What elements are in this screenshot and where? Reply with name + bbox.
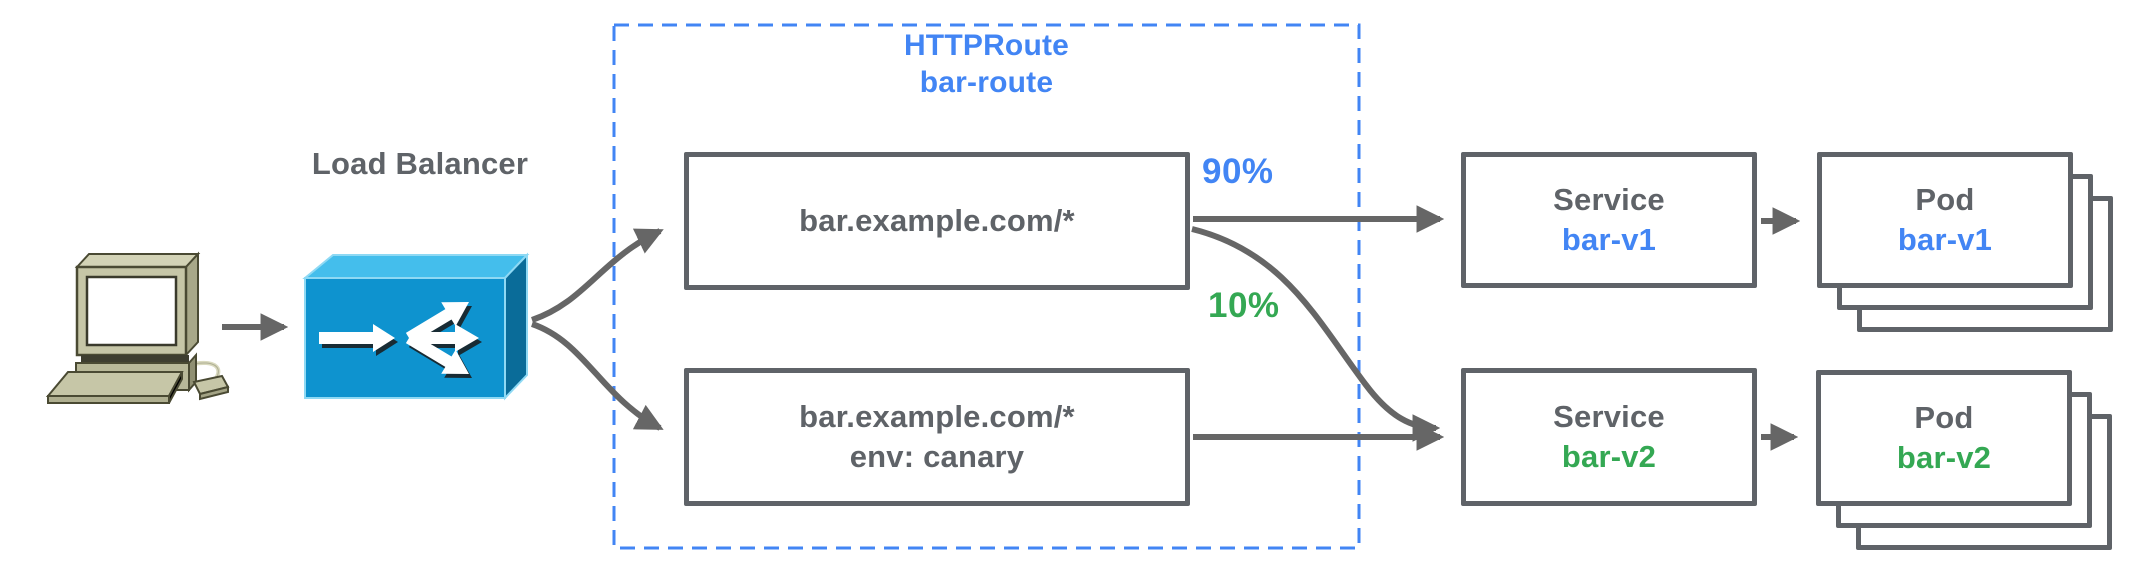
pod-bar-v2-box: Pod bar-v2 bbox=[1816, 370, 2072, 506]
service-name-label: bar-v1 bbox=[1561, 222, 1657, 257]
service-kind-label: Service bbox=[1553, 182, 1665, 217]
route-rule-host: bar.example.com/* bbox=[799, 203, 1075, 238]
service-kind-label: Service bbox=[1553, 399, 1665, 434]
arrow-lb-to-rule2 bbox=[531, 321, 664, 431]
arrow-rule1-to-service-v2 bbox=[1191, 226, 1441, 442]
pod-bar-v1-stack: Pod bar-v1 bbox=[1817, 152, 2117, 336]
route-rule-host: bar.example.com/* bbox=[799, 399, 1075, 434]
pod-bar-v2-stack: Pod bar-v2 bbox=[1816, 370, 2116, 554]
httproute-dashed-border bbox=[612, 23, 1361, 550]
service-name-label: bar-v2 bbox=[1561, 439, 1657, 474]
httproute-title: HTTPRoute bar-route bbox=[613, 27, 1360, 101]
httproute-name: bar-route bbox=[919, 66, 1054, 99]
load-balancer-label: Load Balancer bbox=[311, 146, 529, 181]
load-balancer-icon bbox=[302, 252, 530, 401]
desktop-computer-icon bbox=[45, 251, 230, 404]
pod-bar-v1-box: Pod bar-v1 bbox=[1817, 152, 2073, 288]
pod-name-label: bar-v2 bbox=[1896, 440, 1992, 475]
service-bar-v2-box: Service bar-v2 bbox=[1461, 368, 1757, 506]
arrow-lb-to-rule1 bbox=[531, 228, 664, 323]
weight-label-primary: 90% bbox=[1202, 152, 1274, 191]
httproute-kind: HTTPRoute bbox=[903, 29, 1070, 62]
pod-kind-label: Pod bbox=[1914, 400, 1974, 435]
pod-kind-label: Pod bbox=[1915, 182, 1975, 217]
route-rule-match: env: canary bbox=[849, 439, 1025, 474]
service-bar-v1-box: Service bar-v1 bbox=[1461, 152, 1757, 288]
route-rule-primary: bar.example.com/* bbox=[684, 152, 1190, 290]
route-rule-canary: bar.example.com/* env: canary bbox=[684, 368, 1190, 506]
weight-label-canary: 10% bbox=[1208, 286, 1280, 325]
pod-name-label: bar-v1 bbox=[1897, 222, 1993, 257]
